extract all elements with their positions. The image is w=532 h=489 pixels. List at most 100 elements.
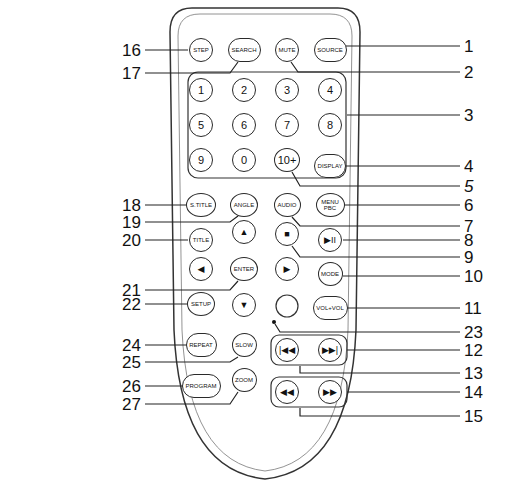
callout-number: 23: [464, 324, 483, 341]
leader-line: [343, 45, 460, 46]
callout-number: 12: [464, 342, 483, 359]
callout-number: 20: [122, 232, 141, 249]
remote-button: ▶: [275, 257, 299, 281]
callout-number: 26: [122, 378, 141, 395]
remote-button: 10+: [274, 148, 300, 172]
button-label: 6: [241, 120, 247, 131]
leader-line: [343, 239, 460, 240]
callout-number: 13: [464, 365, 483, 382]
button-label: SETUP: [191, 301, 211, 307]
callout-number: 8: [464, 232, 473, 249]
remote-body: [170, 8, 360, 479]
button-label: 3: [284, 85, 290, 96]
leader-line: [348, 307, 460, 308]
callout-number: 22: [122, 296, 141, 313]
button-label: REPEAT: [189, 342, 213, 348]
remote-button: 6: [232, 113, 256, 137]
leader-line: [343, 204, 460, 205]
remote-button: SLOW: [232, 333, 257, 357]
remote-inner-edge: [178, 14, 352, 471]
button-label: ▼: [240, 301, 249, 310]
callout-number: 11: [464, 300, 482, 317]
button-label: S.TITLE: [190, 202, 212, 208]
remote-button: |◀◀: [275, 338, 299, 362]
leader-line: [347, 391, 460, 392]
button-label: VOL+VOL: [316, 305, 344, 311]
remote-button: ◀: [189, 257, 213, 281]
remote-button: MUTE: [275, 38, 299, 62]
leader-line: [291, 62, 460, 72]
button-label: ▶: [284, 265, 291, 274]
leader-line: [275, 324, 460, 332]
remote-button: REPEAT: [186, 333, 217, 357]
button-label: STEP: [193, 47, 209, 53]
button-label: MUTE: [279, 47, 296, 53]
button-label: 4: [327, 85, 333, 96]
button-label: 0: [241, 155, 247, 166]
remote-button: 5: [189, 113, 213, 137]
callout-number: 2: [464, 64, 473, 81]
button-label: SLOW: [235, 342, 253, 348]
button-label: ■: [284, 230, 289, 239]
callout-number: 24: [122, 337, 141, 354]
button-label: PROGRAM: [185, 383, 216, 389]
remote-button: ■: [275, 222, 299, 246]
button-label: 1: [198, 85, 204, 96]
button-label: ENTER: [234, 266, 254, 272]
button-label: ▶▶|: [322, 346, 338, 355]
callout-number: 27: [122, 396, 141, 413]
leader-line: [145, 385, 186, 386]
leader-line: [300, 408, 460, 416]
callout-number: 16: [122, 42, 141, 59]
remote-button: STEP: [189, 38, 213, 62]
remote-button: ▶▶|: [318, 338, 342, 362]
button-label: 9: [198, 155, 204, 166]
leader-line: [346, 165, 460, 166]
button-label: 8: [327, 120, 333, 131]
search-frame: [271, 377, 347, 407]
leader-line: [145, 216, 238, 222]
button-label: MODE: [321, 271, 339, 277]
remote-button: SETUP: [187, 292, 215, 316]
skip-frame: [271, 335, 347, 365]
remote-button: ZOOM: [232, 368, 257, 392]
leader-line: [145, 49, 188, 50]
remote-button: ENTER: [230, 257, 258, 281]
leader-line: [145, 62, 238, 73]
callout-number: 3: [464, 107, 473, 124]
sensor-dot: [272, 320, 276, 324]
leader-line: [145, 239, 188, 240]
button-label: ANGLE: [234, 202, 254, 208]
remote-button: ◀◀: [275, 380, 299, 404]
button-label: 7: [284, 120, 290, 131]
callout-number: 1: [464, 38, 473, 55]
button-label: SOURCE: [317, 47, 343, 53]
button-label: 2: [241, 85, 247, 96]
button-label: ZOOM: [235, 377, 253, 383]
remote-button: SEARCH: [228, 38, 261, 62]
leader-line: [292, 246, 460, 257]
button-label: 5: [198, 120, 204, 131]
remote-button: ▼: [232, 293, 256, 317]
callout-number: 5: [464, 178, 473, 195]
callout-number: 6: [464, 197, 473, 214]
leader-line: [347, 114, 460, 115]
remote-button: VOL+VOL: [313, 296, 348, 320]
callout-number: 14: [464, 384, 483, 401]
number-pad-frame: [188, 72, 346, 178]
remote-button: ▲: [232, 220, 256, 244]
remote-button: S.TITLE: [186, 193, 216, 217]
callout-number: 18: [122, 197, 141, 214]
remote-button: ▶▶: [318, 380, 342, 404]
sensor-circle: [276, 295, 298, 317]
remote-button: ▶II: [318, 228, 342, 252]
remote-button: 0: [232, 148, 256, 172]
button-label: ◀◀: [280, 388, 294, 397]
leader-line: [347, 349, 460, 350]
callout-number: 25: [122, 354, 141, 371]
remote-button: 1: [189, 78, 213, 102]
leader-line: [145, 281, 238, 290]
button-label: ▶II: [324, 236, 336, 245]
remote-button: ANGLE: [230, 193, 258, 217]
